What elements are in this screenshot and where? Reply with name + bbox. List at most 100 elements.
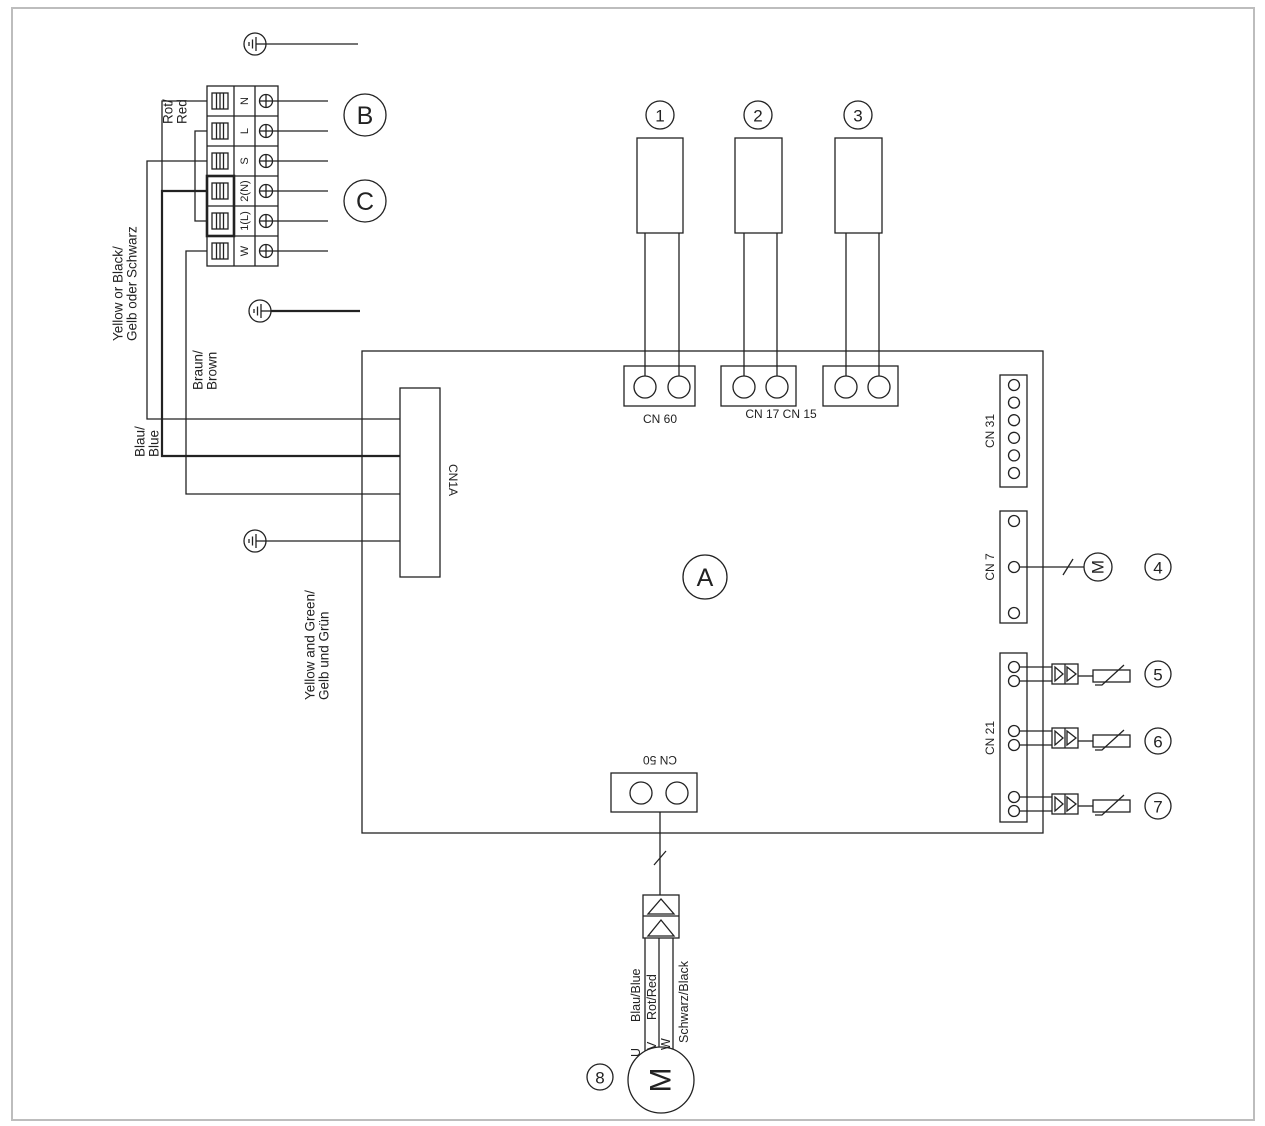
plug-connector-icon xyxy=(1051,793,1079,815)
thermistor-7: 7 xyxy=(1019,792,1172,820)
connector-cn60: CN 60 xyxy=(623,365,696,426)
sensor-1: 1 xyxy=(636,100,684,376)
wire-count-tick xyxy=(653,850,667,866)
motor-phase-label: U xyxy=(629,1048,643,1057)
wire-label: Braun/ xyxy=(191,350,206,390)
connector-label: CN 21 xyxy=(983,721,997,755)
wire-label: Gelb und Grün xyxy=(317,611,332,700)
connector-label: CN 7 xyxy=(983,553,997,581)
terminal-row-1l: 1(L) xyxy=(211,211,328,231)
thermistor-6: 6 xyxy=(1019,727,1172,755)
screw-clamp-icon xyxy=(211,92,229,110)
plug-connector-icon xyxy=(642,894,680,939)
fan-motor: M xyxy=(1083,552,1113,582)
motor-lead-label: Schwarz/Black xyxy=(677,960,691,1043)
callout-6: 6 xyxy=(1153,733,1162,752)
callout-4: 4 xyxy=(1144,553,1172,581)
terminal-row-s: S xyxy=(211,152,328,170)
terminal-row-n: N xyxy=(211,92,328,110)
earth-icon xyxy=(248,299,272,323)
terminal-row-l: L xyxy=(211,122,328,140)
brown-wire xyxy=(185,250,400,495)
motor-lead-label: Rot/Red xyxy=(645,974,659,1020)
diagram-frame xyxy=(11,7,1255,1121)
screw-clamp-icon xyxy=(211,122,229,140)
terminal-label: W xyxy=(239,245,251,256)
connector-cn17-cn15: CN 17 CN 15 xyxy=(720,365,817,421)
sensor-2: 2 xyxy=(734,100,783,376)
screw-clamp-icon xyxy=(211,212,229,230)
control-board xyxy=(361,350,1044,834)
marker-b-label: B xyxy=(357,102,374,130)
wire-label: Brown xyxy=(205,352,220,390)
screw-clamp-icon xyxy=(211,182,229,200)
screw-terminal-icon xyxy=(258,123,274,139)
thermistor-icon xyxy=(1092,794,1131,816)
terminal-label: 2(N) xyxy=(239,180,251,201)
callout-3: 3 xyxy=(853,107,862,126)
screw-terminal-icon xyxy=(258,213,274,229)
plug-connector-icon xyxy=(1051,727,1079,749)
connector-cn7: CN 7 xyxy=(983,510,1028,624)
terminal-label: N xyxy=(239,97,251,105)
callout-5: 5 xyxy=(1153,666,1162,685)
callout-1: 1 xyxy=(655,107,664,126)
wire-label: Blue xyxy=(147,430,162,457)
callout-4-label: 4 xyxy=(1153,559,1162,578)
wire-label: Gelb oder Schwarz xyxy=(125,226,140,341)
motor-lead-label: Blau/Blue xyxy=(629,968,643,1022)
marker-a-label: A xyxy=(697,564,714,592)
connector-label: CN 60 xyxy=(643,412,677,426)
wire-label: Yellow or Black/ xyxy=(111,246,126,341)
thermistor-5: 5 xyxy=(1019,660,1172,688)
connector-cn31: CN 31 xyxy=(983,374,1028,488)
callout-8: 8 xyxy=(586,1063,614,1091)
earth-icon xyxy=(243,529,267,553)
motor-phase-label: V xyxy=(645,1041,659,1050)
callout-8-label: 8 xyxy=(595,1069,604,1088)
yellow-black-wire xyxy=(146,160,400,420)
thermistor-icon xyxy=(1092,729,1131,751)
red-jumper-l xyxy=(194,130,207,222)
connector-cn1a: CN1A xyxy=(399,387,460,578)
connector-label: CN 17 CN 15 xyxy=(745,407,817,421)
connector-label: CN 50 xyxy=(643,753,677,767)
screw-terminal-icon xyxy=(258,153,274,169)
connector-label: CN1A xyxy=(446,464,460,496)
marker-c: C xyxy=(343,179,387,223)
terminal-row-2n: 2(N) xyxy=(211,180,328,202)
callout-2: 2 xyxy=(753,107,762,126)
screw-clamp-icon xyxy=(211,242,229,260)
terminal-label: S xyxy=(239,157,251,164)
thermistor-icon xyxy=(1092,664,1131,686)
screw-terminal-icon xyxy=(258,183,274,199)
plug-connector-icon xyxy=(1051,663,1079,685)
screw-terminal-icon xyxy=(258,93,274,109)
wire-label: Yellow and Green/ xyxy=(303,590,318,700)
wire-label: Rot/ xyxy=(161,99,176,124)
compressor-motor: M xyxy=(627,1046,695,1114)
connector-label: CN 31 xyxy=(983,414,997,448)
connector-cn50: CN 50 xyxy=(610,753,698,813)
marker-a: A xyxy=(682,554,728,600)
terminal-row-w: W xyxy=(211,242,328,260)
sensor-3: 3 xyxy=(834,100,883,376)
callout-7: 7 xyxy=(1153,798,1162,817)
wire-label: Blau/ xyxy=(133,426,148,457)
terminal-block xyxy=(205,85,279,267)
marker-c-label: C xyxy=(356,188,374,216)
terminal-label: L xyxy=(239,128,251,134)
blue-wire xyxy=(160,189,400,458)
motor-leads xyxy=(644,938,674,1051)
screw-clamp-icon xyxy=(211,152,229,170)
marker-b: B xyxy=(343,93,387,137)
wire-count-tick xyxy=(1062,558,1074,576)
screw-terminal-icon xyxy=(258,243,274,259)
earth-icon xyxy=(243,32,267,56)
connector-sensor-3 xyxy=(822,365,899,407)
wire-label: Red xyxy=(175,99,190,124)
motor-icon: M xyxy=(645,1068,678,1093)
terminal-label: 1(L) xyxy=(239,211,251,231)
motor-icon: M xyxy=(1089,560,1108,574)
